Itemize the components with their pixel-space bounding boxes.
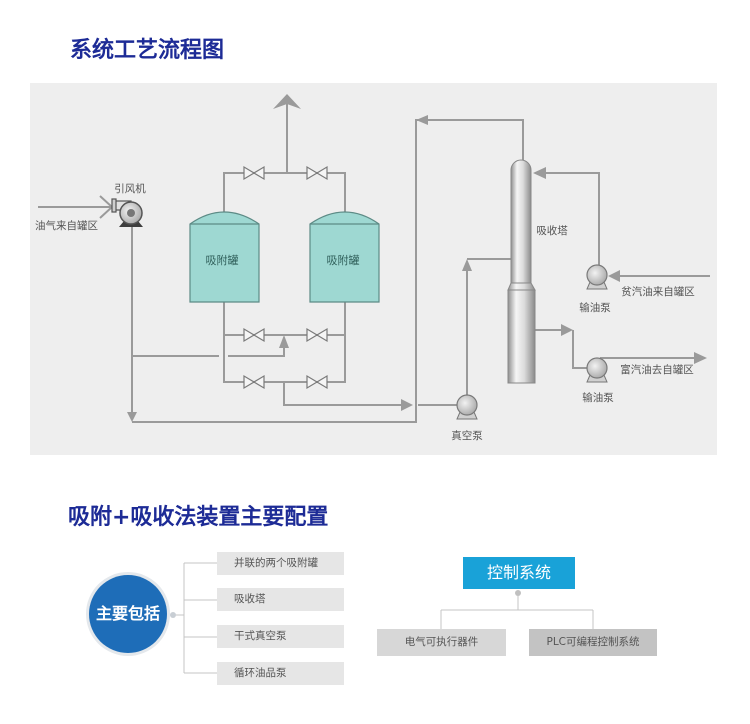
valve-icon bbox=[243, 165, 265, 181]
recycle-gas-pipe bbox=[132, 115, 524, 423]
vacuum-discharge-pipe bbox=[462, 258, 511, 395]
arrow-up-icon bbox=[279, 335, 289, 348]
valve-icon bbox=[306, 327, 328, 343]
arrow-right-icon bbox=[561, 324, 573, 336]
main-node: 主要包括 bbox=[89, 575, 167, 653]
rich-outlet-label: 富汽油去自罐区 bbox=[620, 363, 694, 376]
config-item: 吸收塔 bbox=[217, 588, 344, 611]
process-flow-svg: 油气来自罐区 bbox=[35, 94, 710, 442]
lean-gasoline-pipe bbox=[533, 167, 710, 282]
gas-inlet-pipe bbox=[38, 195, 114, 219]
config-item: 并联的两个吸附罐 bbox=[217, 552, 344, 575]
arrow-right-icon bbox=[401, 399, 413, 411]
valve-icon bbox=[306, 165, 328, 181]
rich-pump-label: 输油泵 bbox=[582, 391, 614, 404]
tank-left-label: 吸附罐 bbox=[206, 253, 239, 267]
arrow-right-icon bbox=[694, 352, 707, 364]
process-flow-diagram: 油气来自罐区 bbox=[30, 83, 717, 455]
control-child-electrical: 电气可执行器件 bbox=[377, 629, 506, 656]
adsorption-tank-left bbox=[189, 211, 260, 303]
tank-right-label: 吸附罐 bbox=[327, 253, 360, 267]
gas-inlet-label: 油气来自罐区 bbox=[35, 219, 98, 232]
lean-inlet-label: 贫汽油来自罐区 bbox=[621, 285, 695, 298]
absorber-label: 吸收塔 bbox=[536, 224, 568, 237]
top-manifold-pipe bbox=[223, 94, 346, 212]
absorption-tower bbox=[507, 159, 536, 384]
config-item: 干式真空泵 bbox=[217, 625, 344, 648]
valve-icon bbox=[306, 374, 328, 390]
fan-label: 引风机 bbox=[114, 182, 146, 195]
induced-draft-fan-icon bbox=[111, 198, 143, 227]
connector-dot bbox=[515, 590, 521, 596]
rich-gasoline-pipe bbox=[535, 324, 707, 369]
lean-oil-pump-icon bbox=[586, 264, 608, 290]
arrow-down-icon bbox=[127, 412, 137, 422]
arrow-up-icon bbox=[462, 259, 472, 271]
arrow-left-icon bbox=[416, 115, 428, 125]
process-flow-title: 系统工艺流程图 bbox=[70, 38, 225, 63]
feed-branch-pipe bbox=[132, 335, 289, 357]
control-child-plc: PLC可编程控制系统 bbox=[529, 629, 657, 656]
pipe-segment bbox=[283, 382, 402, 406]
valve-icon bbox=[243, 327, 265, 343]
pipe-segment bbox=[545, 172, 600, 265]
config-item: 循环油品泵 bbox=[217, 662, 344, 685]
lean-pump-label: 输油泵 bbox=[579, 301, 611, 314]
pipe-segment bbox=[572, 330, 587, 369]
arrow-left-icon bbox=[608, 270, 620, 282]
pipe-segment bbox=[223, 172, 346, 212]
pipe-segment bbox=[228, 347, 285, 357]
main-node-ring: 主要包括 bbox=[86, 572, 170, 656]
vacuum-pump-icon bbox=[456, 394, 478, 420]
rich-oil-pump-icon bbox=[586, 357, 608, 383]
control-system-node: 控制系统 bbox=[463, 557, 575, 589]
valve-icon bbox=[243, 374, 265, 390]
fan-outlet-pipe bbox=[127, 226, 137, 422]
vent-arrow-up-icon bbox=[273, 94, 301, 109]
adsorption-tank-right bbox=[309, 211, 380, 303]
configuration-title: 吸附+吸收法装置主要配置 bbox=[68, 505, 329, 530]
connector-dot bbox=[170, 612, 176, 618]
desorption-pipe bbox=[283, 382, 458, 411]
arrow-left-icon bbox=[533, 167, 546, 179]
vacuum-pump-label: 真空泵 bbox=[451, 429, 483, 442]
